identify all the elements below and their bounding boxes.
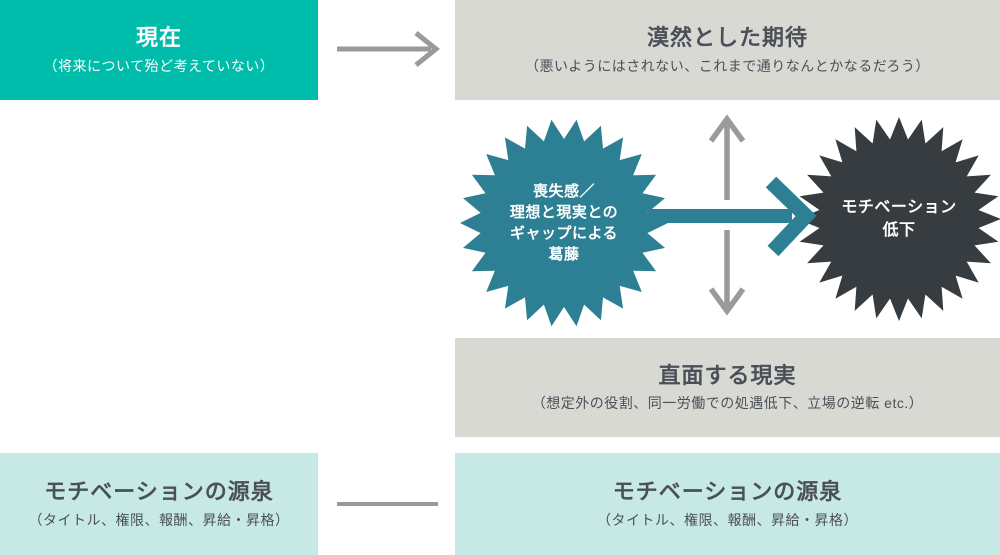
box-motivation-source-right: モチベーションの源泉 （タイトル、権限、報酬、昇給・昇格） <box>455 453 1000 555</box>
box-vague-expectation-subtitle: （悪いようにはされない、これまで通りなんとかなるだろう） <box>525 57 930 74</box>
conflict-line-4: 葛藤 <box>548 246 580 263</box>
box-motivation-source-left-subtitle: （タイトル、権限、報酬、昇給・昇格） <box>28 511 290 528</box>
box-motivation-source-right-title: モチベーションの源泉 <box>612 479 843 505</box>
box-motivation-source-left: モチベーションの源泉 （タイトル、権限、報酬、昇給・昇格） <box>0 453 318 555</box>
arrow-present-to-expectation-icon <box>337 31 441 67</box>
box-motivation-source-left-title: モチベーションの源泉 <box>44 479 274 505</box>
box-faced-reality-subtitle: （想定外の役割、同一労働での処遇低下、立場の逆転 etc.） <box>531 395 924 412</box>
box-present: 現在 （将来について殆ど考えていない） <box>0 0 318 100</box>
box-vague-expectation-title: 漠然とした期待 <box>646 25 808 51</box>
motivation-drop-line-1: モチベーション <box>841 199 957 216</box>
box-faced-reality: 直面する現実 （想定外の役割、同一労働での処遇低下、立場の逆転 etc.） <box>455 338 1000 437</box>
conflict-line-3: ギャップによる <box>509 225 619 242</box>
conflict-line-1: 喪失感／ <box>532 183 595 200</box>
arrow-down-icon <box>708 230 746 316</box>
motivation-drop-line-2: 低下 <box>882 222 916 239</box>
motivation-drop-starburst-label: モチベーション 低下 <box>799 179 999 259</box>
arrow-conflict-to-motivation-icon <box>648 176 817 257</box>
box-motivation-source-right-subtitle: （タイトル、権限、報酬、昇給・昇格） <box>597 511 858 528</box>
arrow-up-icon <box>708 114 746 200</box>
conflict-line-2: 理想と現実との <box>509 204 619 221</box>
box-present-title: 現在 <box>135 25 182 51</box>
box-present-subtitle: （将来について殆ど考えていない） <box>43 57 275 74</box>
box-faced-reality-title: 直面する現実 <box>658 362 797 388</box>
box-vague-expectation: 漠然とした期待 （悪いようにはされない、これまで通りなんとかなるだろう） <box>455 0 1000 100</box>
conflict-starburst-label: 喪失感／ 理想と現実との ギャップによる 葛藤 <box>464 153 664 293</box>
